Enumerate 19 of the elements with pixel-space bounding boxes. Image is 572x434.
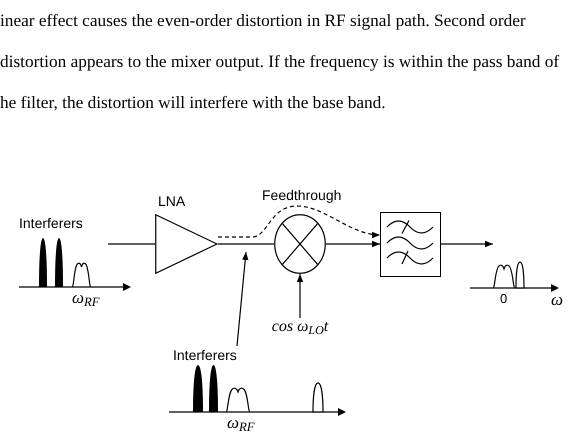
output-arrow (441, 240, 493, 248)
mixer-symbol (274, 214, 326, 274)
spectrum-label: Interferers (173, 348, 237, 362)
signal-label: cos ω$_{LO}$t (271, 318, 329, 336)
paragraph-text: inear effect causes the even-order distortion in RF signal path. Second order distortion appears to the mixer output. If the frequency is within the pass band of he filter, the distortion will interfere with the base band. (0, 10, 560, 114)
pointer-arrow (236, 252, 248, 346)
axis-label: ω (551, 291, 564, 308)
signal-arrow (326, 240, 380, 248)
frequency-label: ω$_{RF}$ (227, 414, 255, 431)
amplifier-label: LNA (158, 194, 186, 208)
input-arrow (296, 274, 304, 318)
edge-label: Feedthrough (261, 188, 342, 202)
filter-box (380, 212, 441, 277)
signal-line (218, 243, 274, 245)
axis-tick-label: 0 (500, 292, 508, 305)
spectrum-label: Interferers (19, 216, 83, 230)
dashed-arrow (218, 205, 380, 238)
frequency-label: ω$_{RF}$ (72, 289, 100, 306)
signal-line (108, 243, 155, 245)
